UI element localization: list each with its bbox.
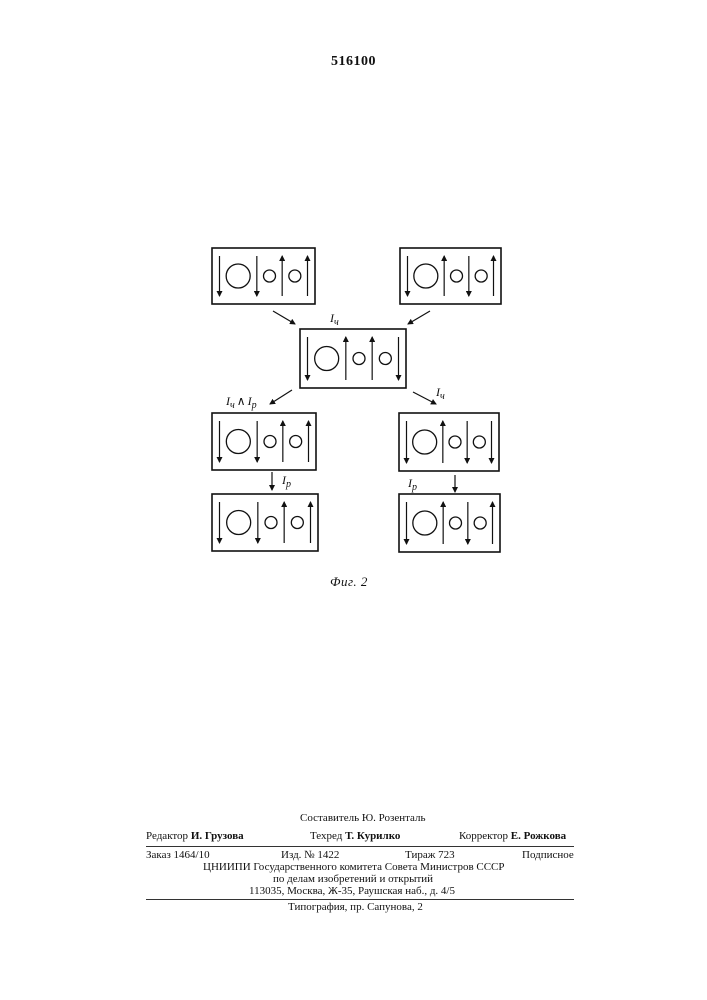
- org-line-2: по делам изобретений и открытий: [273, 873, 433, 885]
- state-box-mid-right: [399, 413, 499, 471]
- techred-line: Техред Т. Курилко: [310, 830, 400, 842]
- arrow-tl-to-center: [273, 311, 295, 324]
- state-box-center: [300, 329, 406, 388]
- large-hole-circle: [226, 264, 250, 288]
- figure-diagram: Iч Iч∧Iр Iч Iр Iр: [0, 0, 707, 600]
- small-hole-circle: [451, 270, 463, 282]
- arrow-tr-to-center: [408, 311, 430, 324]
- small-hole-circle: [474, 517, 486, 529]
- org-address: 113035, Москва, Ж-35, Раушская наб., д. …: [249, 885, 455, 897]
- state-box-bot-right: [399, 494, 500, 552]
- footer-rule-top: [146, 846, 574, 847]
- typography-line: Типография, пр. Сапунова, 2: [288, 901, 423, 913]
- techred-label: Техред: [310, 830, 342, 842]
- corrector-line: Корректор Е. Рожкова: [459, 830, 566, 842]
- order-number: Заказ 1464/10: [146, 849, 210, 861]
- footer-rule-bottom: [146, 899, 574, 900]
- editor-name: И. Грузова: [191, 830, 244, 842]
- small-hole-circle: [450, 517, 462, 529]
- small-hole-circle: [264, 270, 276, 282]
- arrow-center-to-ml: [270, 390, 292, 404]
- label-right-down: Iр: [407, 476, 417, 493]
- corrector-name: Е. Рожкова: [511, 830, 566, 842]
- corrector-label: Корректор: [459, 830, 508, 842]
- small-hole-circle: [290, 436, 302, 448]
- small-hole-circle: [289, 270, 301, 282]
- state-box-bot-left: [212, 494, 318, 551]
- editor-label: Редактор: [146, 830, 188, 842]
- small-hole-circle: [353, 353, 365, 365]
- org-line-1: ЦНИИПИ Государственного комитета Совета …: [203, 861, 505, 873]
- podpisnoe: Подписное: [522, 849, 574, 861]
- small-hole-circle: [265, 517, 277, 529]
- small-hole-circle: [264, 436, 276, 448]
- large-hole-circle: [413, 511, 437, 535]
- small-hole-circle: [475, 270, 487, 282]
- compiler-line: Составитель Ю. Розенталь: [300, 812, 426, 824]
- arrow-center-to-mr: [413, 392, 436, 404]
- techred-name: Т. Курилко: [345, 830, 400, 842]
- large-hole-circle: [413, 430, 437, 454]
- large-hole-circle: [227, 511, 251, 535]
- izd-number: Изд. № 1422: [281, 849, 339, 861]
- tirazh: Тираж 723: [405, 849, 455, 861]
- small-hole-circle: [449, 436, 461, 448]
- large-hole-circle: [315, 347, 339, 371]
- label-center-top: Iч: [329, 311, 339, 328]
- small-hole-circle: [379, 353, 391, 365]
- label-left-arrow: Iч∧Iр: [225, 394, 257, 411]
- transition-arrows: [270, 311, 455, 492]
- label-left-down: Iр: [281, 473, 291, 490]
- state-box-top-left: [212, 248, 315, 304]
- small-hole-circle: [291, 517, 303, 529]
- state-box-mid-left: [212, 413, 316, 470]
- large-hole-circle: [414, 264, 438, 288]
- editor-line: Редактор И. Грузова: [146, 830, 244, 842]
- small-hole-circle: [473, 436, 485, 448]
- label-right-arrow: Iч: [435, 385, 445, 402]
- large-hole-circle: [226, 430, 250, 454]
- state-box-top-right: [400, 248, 501, 304]
- figure-caption: Фиг. 2: [330, 574, 368, 590]
